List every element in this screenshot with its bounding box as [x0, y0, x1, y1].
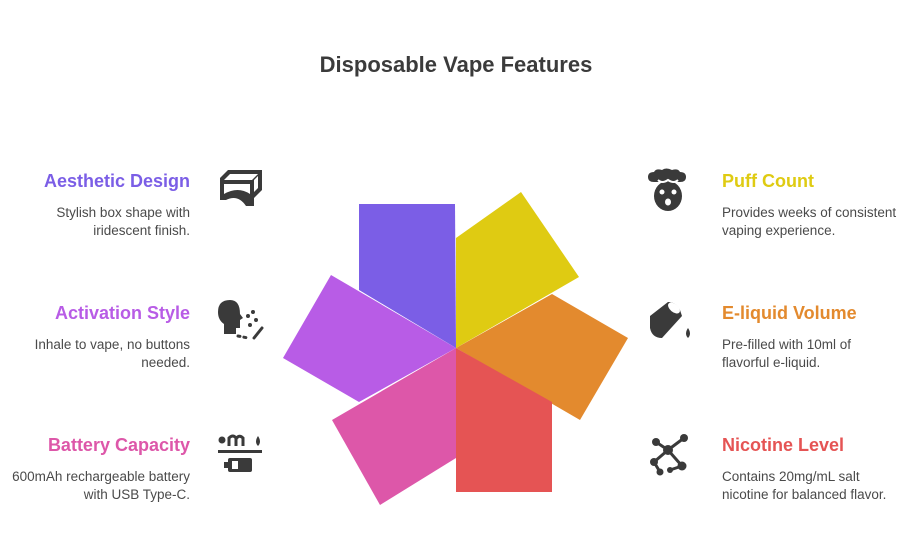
- feature-description: Provides weeks of consistent vaping expe…: [722, 205, 897, 238]
- feature-aesthetic: Aesthetic Design Stylish box shape with …: [0, 170, 190, 238]
- feature-description: 600mAh rechargeable battery with USB Typ…: [12, 469, 190, 502]
- feature-title: Nicotine Level: [722, 435, 845, 455]
- inhale-head-icon: [216, 298, 264, 342]
- feature-title: Activation Style: [54, 303, 190, 323]
- feature-puff: Puff Count Provides weeks of consistent …: [722, 170, 902, 240]
- battery-icon: [216, 430, 264, 474]
- petal-battery: [332, 348, 456, 505]
- petal-eliquid: [456, 294, 628, 420]
- feature-title: E-liquid Volume: [722, 303, 857, 323]
- feature-description: Pre-filled with 10ml of flavorful e-liqu…: [722, 337, 852, 370]
- liquid-cup-icon: [646, 298, 694, 342]
- feature-title: Battery Capacity: [47, 435, 190, 455]
- petal-activation: [283, 275, 456, 402]
- page-title: Disposable Vape Features: [319, 52, 593, 77]
- feature-activation: Activation Style Inhale to vape, no butt…: [0, 302, 190, 370]
- feature-nicotine: Nicotine Level Contains 20mg/mL salt nic…: [722, 434, 902, 504]
- feature-title: Aesthetic Design: [43, 171, 190, 191]
- feature-battery: Battery Capacity 600mAh rechargeable bat…: [0, 434, 190, 502]
- petal-puff: [456, 192, 579, 348]
- petal-nicotine: [456, 348, 552, 492]
- feature-description: Contains 20mg/mL salt nicotine for balan…: [722, 469, 887, 502]
- feature-description: Inhale to vape, no buttons needed.: [34, 337, 190, 370]
- feature-description: Stylish box shape with iridescent finish…: [56, 205, 190, 238]
- smoke-face-icon: [646, 168, 694, 212]
- feature-title: Puff Count: [722, 171, 814, 191]
- molecule-icon: [646, 432, 694, 476]
- feature-eliquid: E-liquid Volume Pre-filled with 10ml of …: [722, 302, 902, 372]
- box-icon: [216, 166, 264, 210]
- petal-aesthetic: [359, 204, 456, 348]
